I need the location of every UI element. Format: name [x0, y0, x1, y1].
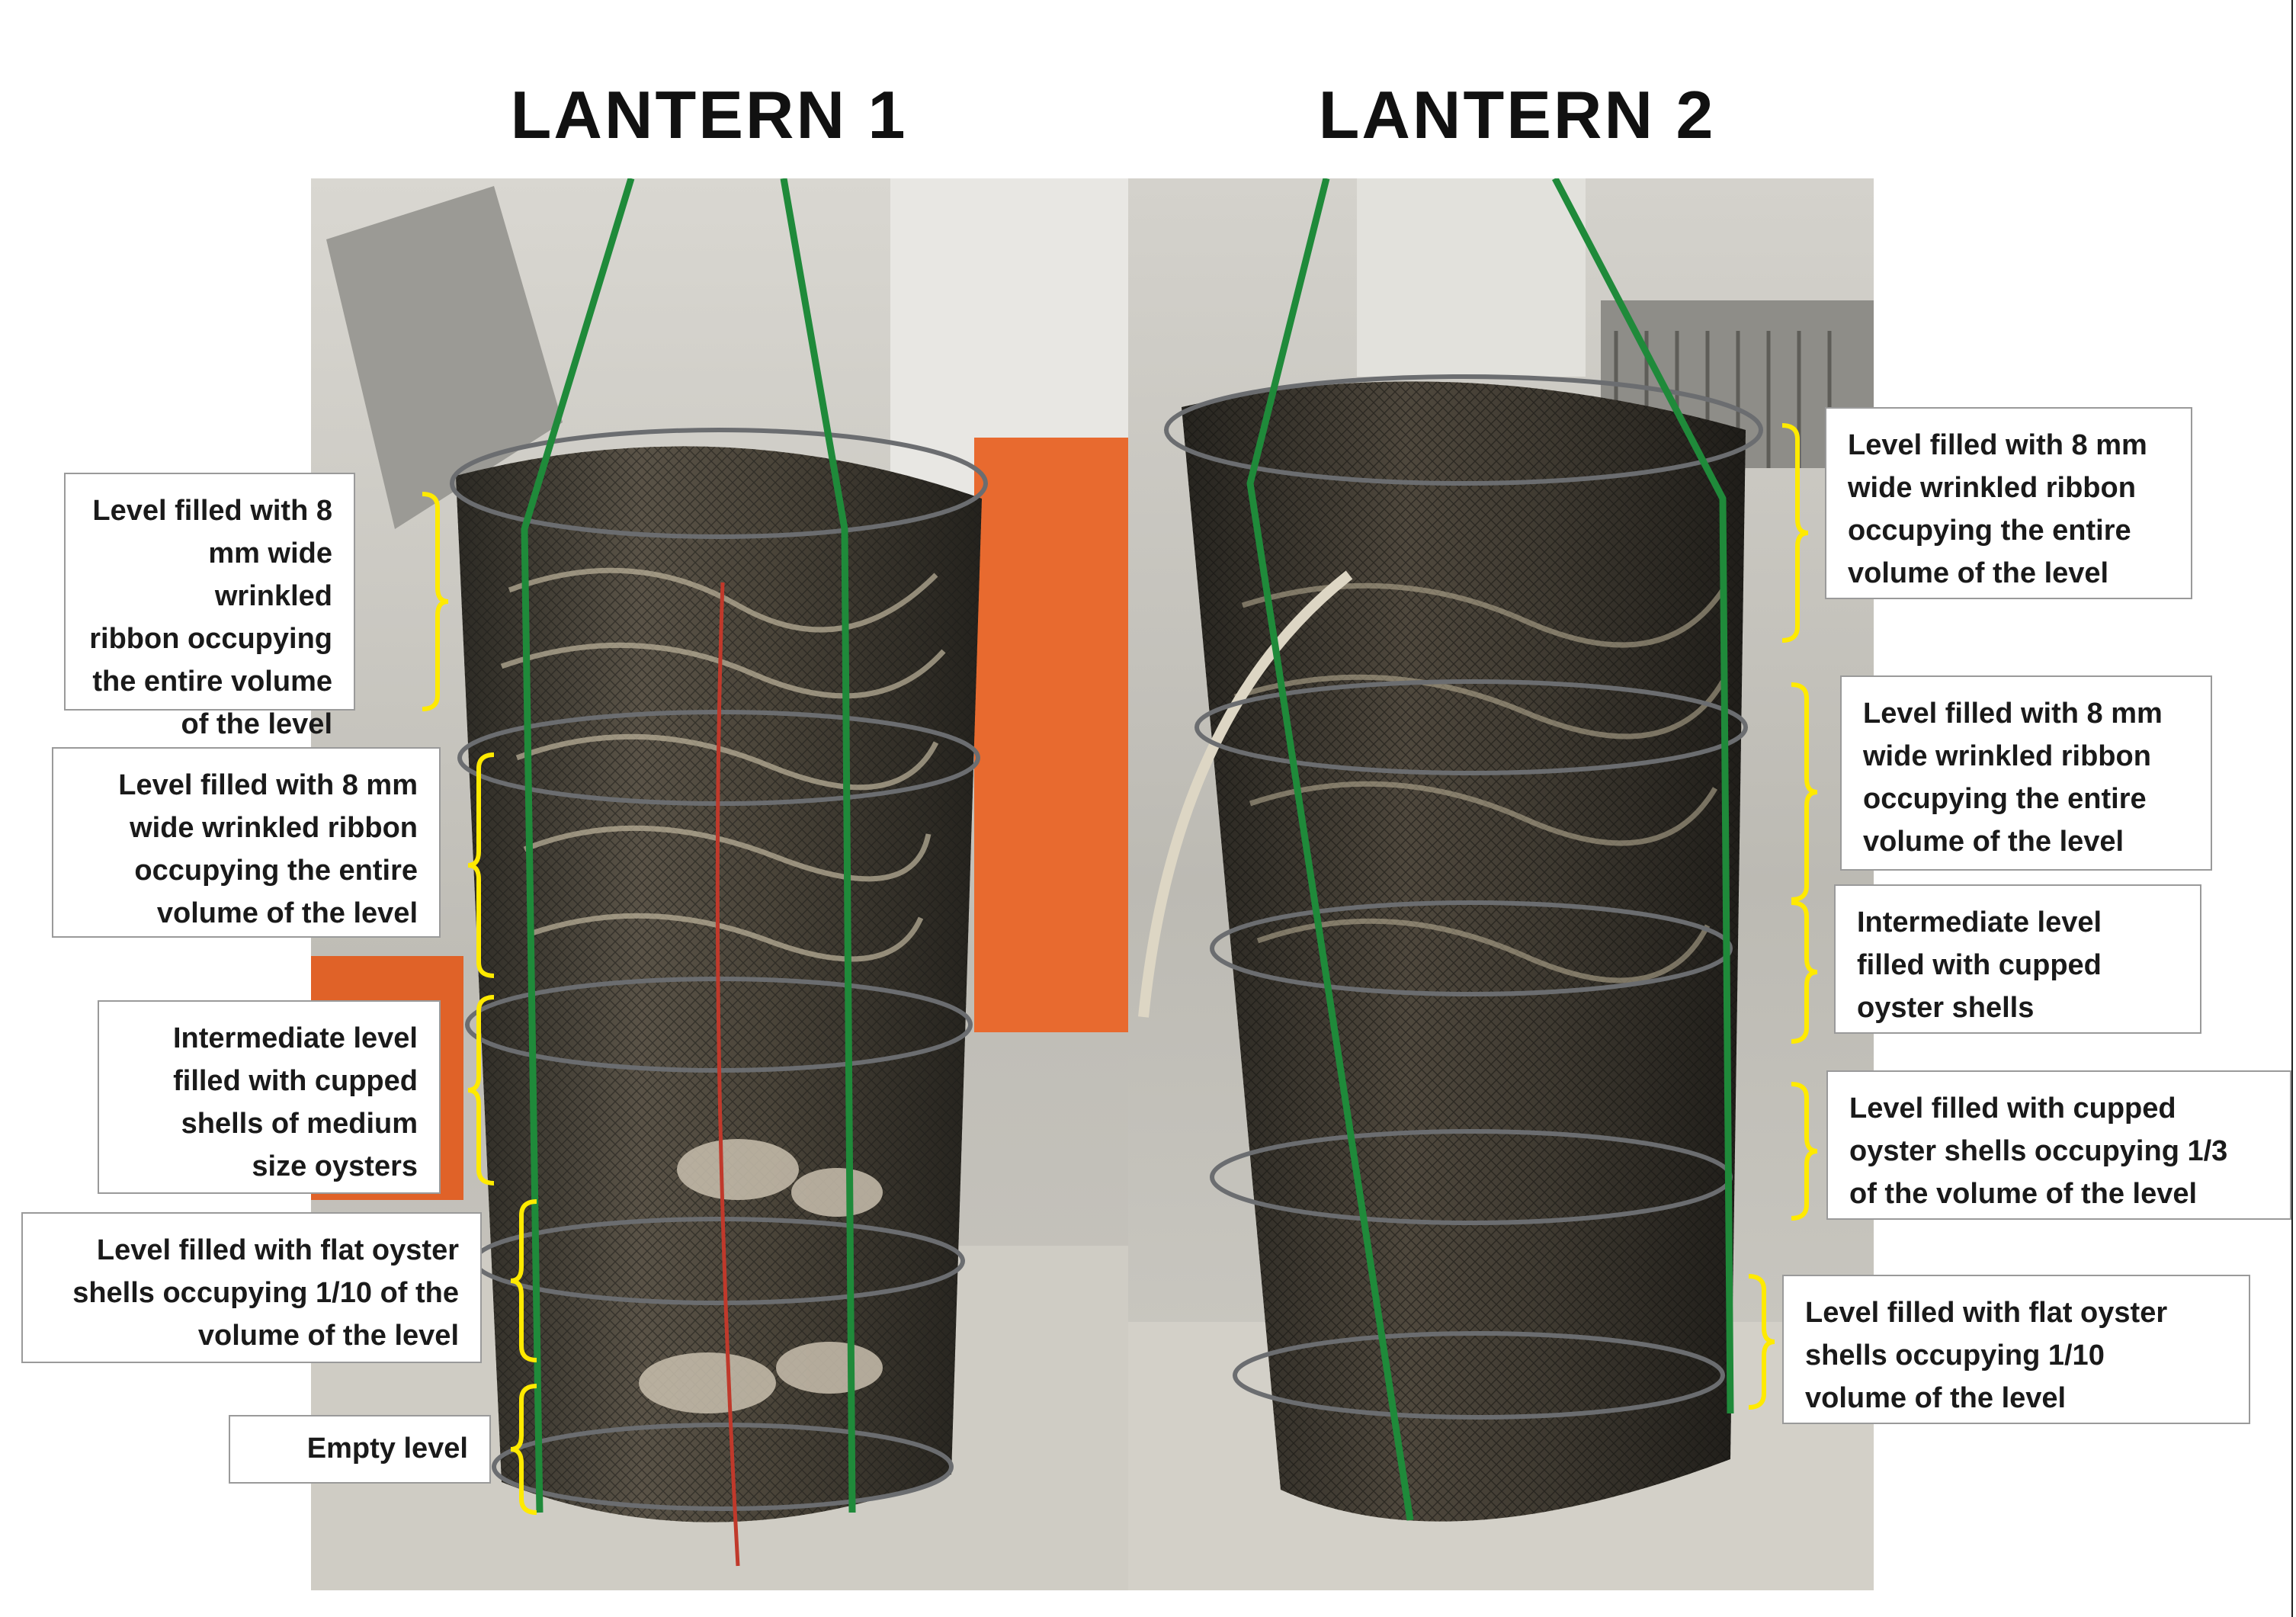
- lantern-2-level-2-label: Level filled with 8 mm wide wrinkled rib…: [1840, 675, 2212, 871]
- lantern-2-level-2-brace: [1788, 682, 1819, 902]
- lantern-1-level-1-label: Level filled with 8 mm wide wrinkled rib…: [64, 473, 355, 740]
- lantern-1-level-4-brace: [509, 1199, 540, 1362]
- lantern-2-level-1-label: Level filled with 8 mm wide wrinkled rib…: [1825, 407, 2192, 599]
- lantern-1-level-5-brace: [509, 1384, 540, 1515]
- lantern-1-level-3-label: Intermediate level filled with cupped sh…: [98, 1000, 441, 1194]
- right-border: [2291, 0, 2293, 1617]
- lantern-2-level-3-brace: [1788, 900, 1819, 1044]
- lantern-1-level-5-label: Empty level: [229, 1415, 491, 1484]
- lantern-2-level-5-brace: [1746, 1274, 1776, 1410]
- lantern-1-level-1-brace: [419, 492, 450, 711]
- lantern-1-level-2-label: Level filled with 8 mm wide wrinkled rib…: [52, 747, 441, 938]
- lantern-2-level-5-label: Level filled with flat oyster shells occ…: [1782, 1275, 2250, 1424]
- lantern-2-title: LANTERN 2: [1318, 77, 1716, 152]
- lantern-1-level-2-brace: [467, 752, 497, 978]
- lantern-1-title: LANTERN 1: [510, 77, 908, 152]
- lantern-2-level-1-brace: [1779, 423, 1810, 643]
- lantern-1-level-4-label: Level filled with flat oyster shells occ…: [21, 1212, 482, 1363]
- lantern-2-level-4-brace: [1788, 1082, 1819, 1221]
- lantern-2-level-4-label: Level filled with cupped oyster shells o…: [1826, 1070, 2291, 1220]
- lantern-2-photo: [1128, 178, 1874, 1590]
- lantern-2-level-3-label: Intermediate level filled with cupped oy…: [1834, 884, 2201, 1034]
- lantern-1-level-3-brace: [467, 995, 497, 1185]
